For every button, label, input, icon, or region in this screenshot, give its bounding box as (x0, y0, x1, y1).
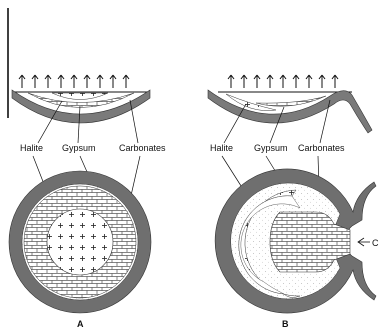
panel-b: Halite Gypsum Carbonates C B (208, 75, 379, 329)
evaporation-arrows-b (228, 75, 338, 88)
plan-halite-center-a (47, 209, 113, 275)
panel-label-b: B (282, 319, 289, 329)
panel-a: Halite Gypsum Carbonates A (9, 75, 166, 329)
inflow-label: C (372, 238, 379, 248)
panel-label-a: A (77, 319, 84, 329)
evaporation-arrows-a (19, 75, 129, 88)
label-halite-a: Halite (20, 143, 43, 153)
label-halite-b: Halite (210, 143, 233, 153)
inflow-arrow-icon (358, 238, 370, 246)
label-carbonates-b: Carbonates (298, 143, 345, 153)
label-carbonates-a: Carbonates (119, 143, 166, 153)
cross-section-halite-a (52, 93, 108, 100)
label-gypsum-b: Gypsum (254, 143, 288, 153)
label-gypsum-a: Gypsum (62, 143, 96, 153)
